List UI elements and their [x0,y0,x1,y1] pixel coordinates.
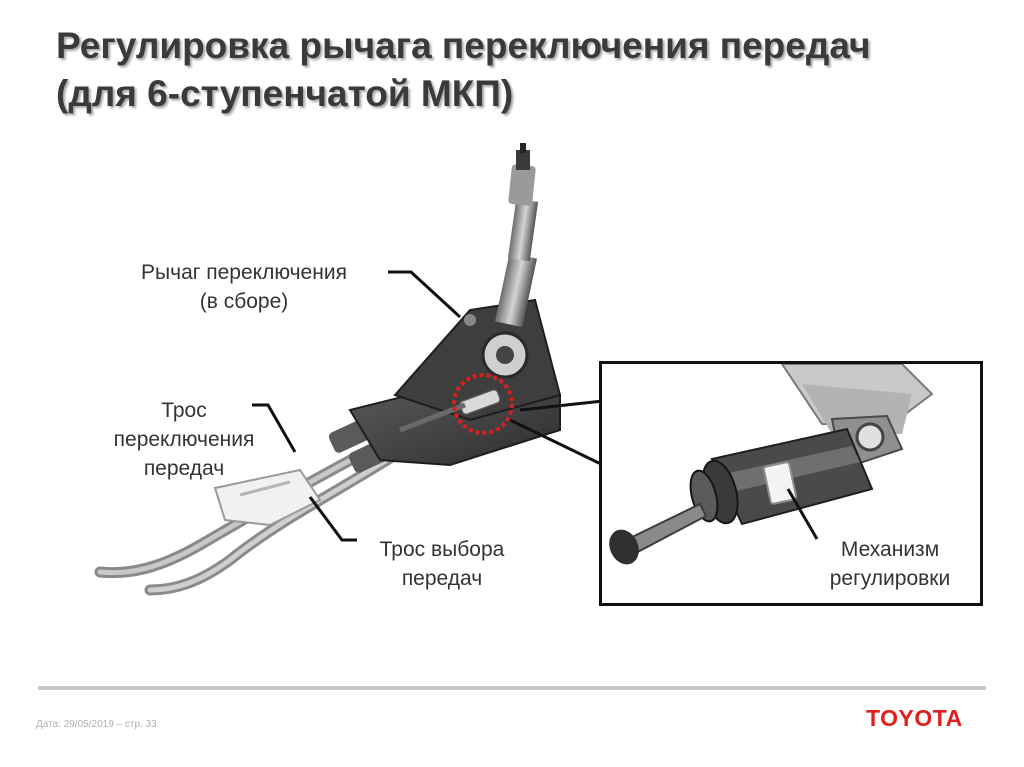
footer-date: Дата: 29/05/2019 – стр. 33 [36,719,157,730]
callout-lines [252,270,820,542]
lever-shaft [495,143,539,328]
toyota-logo: TOYOTA [866,705,963,731]
label-shift-cable: Трос переключения передач [113,399,255,480]
adjustment-highlight-circle [452,373,514,435]
footer-divider [38,686,986,690]
lever-base [348,298,562,467]
adjuster-closeup-frame [599,361,983,606]
label-adjustment-mechanism: Механизм регулировки [829,538,951,590]
adjuster-closeup-image [609,364,934,565]
label-select-cable: Трос выбора передач [379,538,505,590]
cables [94,419,401,596]
title-line-2: (для 6-ступенчатой МКП) [56,73,514,114]
title-line-1: Регулировка рычага переключения передач [56,25,871,66]
slide-title: Регулировка рычага переключения передач … [56,22,996,118]
label-shift-lever-assembly: Рычаг переключения (в сборе) [141,261,347,313]
